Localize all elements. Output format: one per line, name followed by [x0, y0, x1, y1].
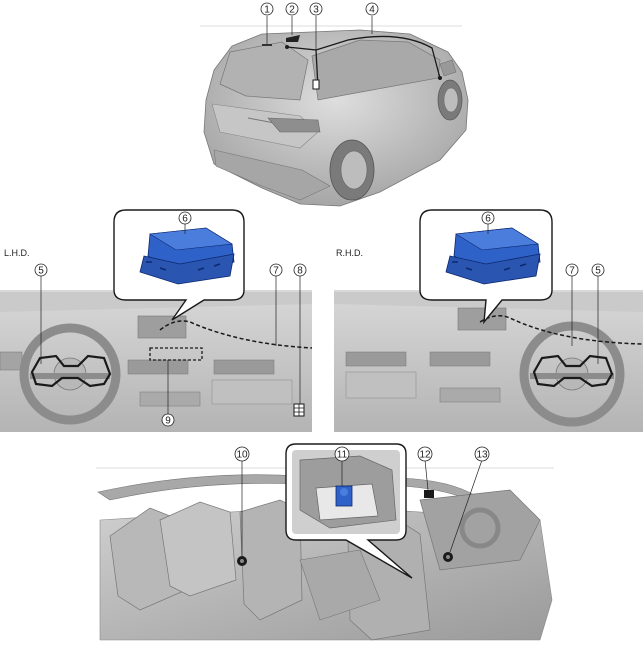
svg-text:6: 6 [485, 214, 491, 225]
rhd-module-inset [419, 209, 553, 325]
cabin-cutaway [96, 459, 554, 641]
callout-2: 2 [285, 2, 299, 16]
callout-10: 10 [234, 446, 250, 462]
svg-text:4: 4 [369, 5, 375, 16]
callout-8-lhd: 8 [293, 263, 307, 277]
callout-13: 13 [474, 446, 490, 462]
svg-text:1: 1 [264, 5, 270, 16]
svg-text:7: 7 [569, 266, 575, 277]
callout-1: 1 [260, 2, 274, 16]
rhd-module [445, 227, 541, 285]
svg-text:5: 5 [595, 266, 601, 277]
svg-text:11: 11 [337, 450, 348, 461]
callout-6-lhd: 6 [178, 211, 192, 225]
svg-text:13: 13 [476, 450, 488, 461]
callout-5-lhd: 5 [34, 263, 48, 277]
rhd-label: R.H.D. [336, 248, 363, 258]
lhd-module [139, 227, 235, 285]
svg-text:5: 5 [38, 266, 44, 277]
svg-text:3: 3 [313, 5, 319, 16]
lhd-dashboard [0, 276, 313, 432]
svg-text:8: 8 [297, 266, 303, 277]
callout-6-rhd: 6 [481, 211, 495, 225]
svg-text:9: 9 [165, 416, 171, 427]
console-inset [285, 443, 413, 579]
callout-9-lhd: 9 [161, 413, 175, 427]
svg-text:2: 2 [289, 5, 295, 16]
callout-4: 4 [365, 2, 379, 16]
callout-3: 3 [309, 2, 323, 16]
callout-12: 12 [417, 446, 433, 462]
svg-text:12: 12 [419, 450, 431, 461]
lhd-label: L.H.D. [4, 248, 30, 258]
rhd-dashboard [334, 276, 643, 432]
svg-text:10: 10 [236, 450, 248, 461]
lhd-module-inset [113, 209, 245, 321]
svg-text:6: 6 [182, 214, 188, 225]
callout-11: 11 [334, 446, 350, 462]
vehicle-rear-view [200, 16, 469, 207]
callout-7-rhd: 7 [565, 263, 579, 277]
callout-7-lhd: 7 [269, 263, 283, 277]
svg-text:7: 7 [273, 266, 279, 277]
callout-5-rhd: 5 [591, 263, 605, 277]
